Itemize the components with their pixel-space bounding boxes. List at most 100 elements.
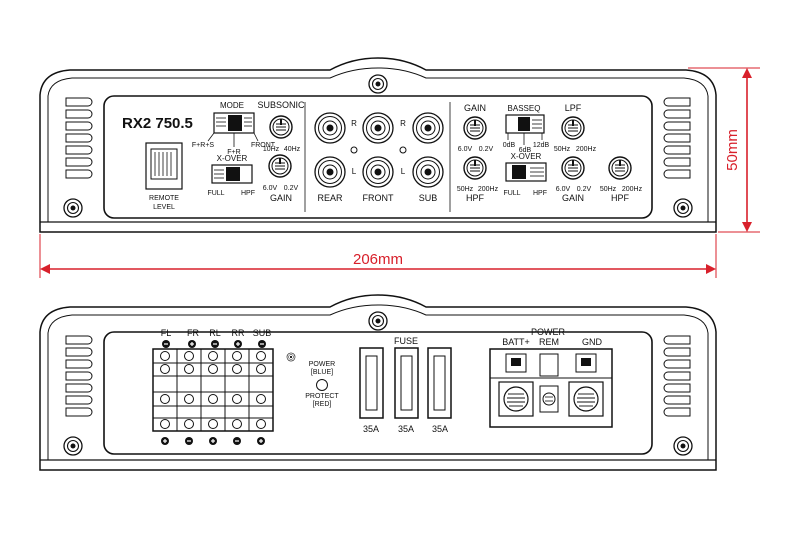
mode-switch-handle[interactable] <box>228 115 242 131</box>
channel-rr-label: RR <box>232 328 245 338</box>
sub-right-rca[interactable] <box>412 112 444 144</box>
screw-icon <box>63 198 83 218</box>
mode-label: MODE <box>220 101 244 110</box>
gain1-knob[interactable] <box>268 154 292 178</box>
rear-right-rca[interactable] <box>314 112 346 144</box>
polarity-marks-bottom <box>161 437 265 445</box>
fuse-1-rating: 35A <box>363 424 379 434</box>
lpf-max-label: 200Hz <box>576 146 597 153</box>
xover2-hpf-label: HPF <box>533 190 547 197</box>
fuse-3[interactable] <box>427 347 452 419</box>
xover1-hpf-label: HPF <box>241 190 255 197</box>
gain1-max-label: 0.2V <box>284 185 299 192</box>
remote-label: REMOTE <box>149 195 179 202</box>
protect-led-color: [RED] <box>313 401 332 408</box>
mode-option-front: FRONT <box>251 142 276 149</box>
xover2-full-label: FULL <box>503 190 520 197</box>
basseq-label: BASSEQ <box>508 104 541 113</box>
hpf1-max-label: 200Hz <box>478 186 499 193</box>
fuse-label: FUSE <box>394 336 418 346</box>
front-left-rca[interactable] <box>362 156 394 188</box>
hpf1-knob[interactable] <box>463 156 487 180</box>
lpf-knob[interactable] <box>561 116 585 140</box>
subsonic-knob[interactable] <box>269 115 293 139</box>
front-right-rca[interactable] <box>362 112 394 144</box>
rem-terminal[interactable] <box>539 385 559 413</box>
top-screw-icon <box>368 311 388 331</box>
model-label: RX2 750.5 <box>122 115 193 132</box>
housing-inner-outline <box>47 67 709 223</box>
lpf-min-label: 50Hz <box>554 146 571 153</box>
mode-option-frs: F+R+S <box>192 142 215 149</box>
hpf2-min-label: 50Hz <box>600 186 617 193</box>
gain2-knob[interactable] <box>463 116 487 140</box>
subsonic-max-label: 40Hz <box>284 146 301 153</box>
basseq-switch-handle[interactable] <box>518 117 530 131</box>
gain3-label: GAIN <box>562 193 584 203</box>
xover1-full-label: FULL <box>207 190 224 197</box>
right-heatsink-fins <box>663 97 691 179</box>
lpf-label: LPF <box>565 103 582 113</box>
speaker-terminal-block[interactable] <box>152 348 274 432</box>
rear-label: REAR <box>317 193 343 203</box>
width-dimension-label: 206mm <box>353 251 403 268</box>
left-heatsink-fins <box>65 335 93 417</box>
screw-icon <box>673 436 693 456</box>
channel-sub-label: SUB <box>253 328 272 338</box>
hpf1-label: HPF <box>466 193 485 203</box>
left-heatsink-fins <box>65 97 93 179</box>
level-label: LEVEL <box>153 204 175 211</box>
sub-label: SUB <box>419 193 438 203</box>
batt-plus-label: BATT+ <box>502 337 530 347</box>
subsonic-min-label: 10Hz <box>263 146 280 153</box>
fuse-1[interactable] <box>359 347 384 419</box>
xover2-label: X-OVER <box>511 152 542 161</box>
screw-icon <box>286 352 296 362</box>
power-terminals-label: POWER <box>531 327 566 337</box>
basseq-0db-label: 0dB <box>503 142 516 149</box>
polarity-marks-top <box>162 340 266 348</box>
right-heatsink-fins <box>663 335 691 417</box>
basseq-12db-label: 12dB <box>533 142 550 149</box>
xover2-switch-handle[interactable] <box>512 165 526 179</box>
gain2-max-label: 0.2V <box>479 146 494 153</box>
gain1-label: GAIN <box>270 193 292 203</box>
channel-fr-label: FR <box>187 328 199 338</box>
channel-fl-label: FL <box>161 328 172 338</box>
rca-l-label: L <box>401 167 406 176</box>
housing-inner-outline <box>47 304 709 461</box>
front-label: FRONT <box>363 193 394 203</box>
hpf2-knob[interactable] <box>608 156 632 180</box>
protect-led-label: PROTECT <box>305 393 339 400</box>
gain1-min-label: 6.0V <box>263 185 278 192</box>
power-led-color: [BLUE] <box>311 369 333 376</box>
basseq-6db-label: 6dB <box>519 147 532 154</box>
fuse-2[interactable] <box>394 347 419 419</box>
dimension-lines: 206mm 50mm <box>39 67 760 278</box>
mode-option-fr: F+R <box>227 149 240 156</box>
gain3-min-label: 6.0V <box>556 186 571 193</box>
channel-rl-label: RL <box>209 328 221 338</box>
rear-left-rca[interactable] <box>314 156 346 188</box>
power-led-label: POWER <box>309 361 335 368</box>
fuse-2-rating: 35A <box>398 424 414 434</box>
xover1-switch-handle[interactable] <box>226 167 240 181</box>
gain2-label: GAIN <box>464 103 486 113</box>
gain3-knob[interactable] <box>561 156 585 180</box>
xover1-label: X-OVER <box>217 154 248 163</box>
hpf1-min-label: 50Hz <box>457 186 474 193</box>
terminal-screws[interactable] <box>160 351 266 429</box>
batt-terminal[interactable] <box>498 381 534 417</box>
screw-icon <box>63 436 83 456</box>
top-screw-icon <box>368 74 388 94</box>
fuse-3-rating: 35A <box>432 424 448 434</box>
rca-r-label: R <box>351 119 357 128</box>
gain3-max-label: 0.2V <box>577 186 592 193</box>
gnd-terminal[interactable] <box>568 381 604 417</box>
subsonic-label: SUBSONIC <box>257 100 305 110</box>
gnd-label: GND <box>582 337 603 347</box>
sub-left-rca[interactable] <box>412 156 444 188</box>
gain2-min-label: 6.0V <box>458 146 473 153</box>
hpf2-max-label: 200Hz <box>622 186 643 193</box>
